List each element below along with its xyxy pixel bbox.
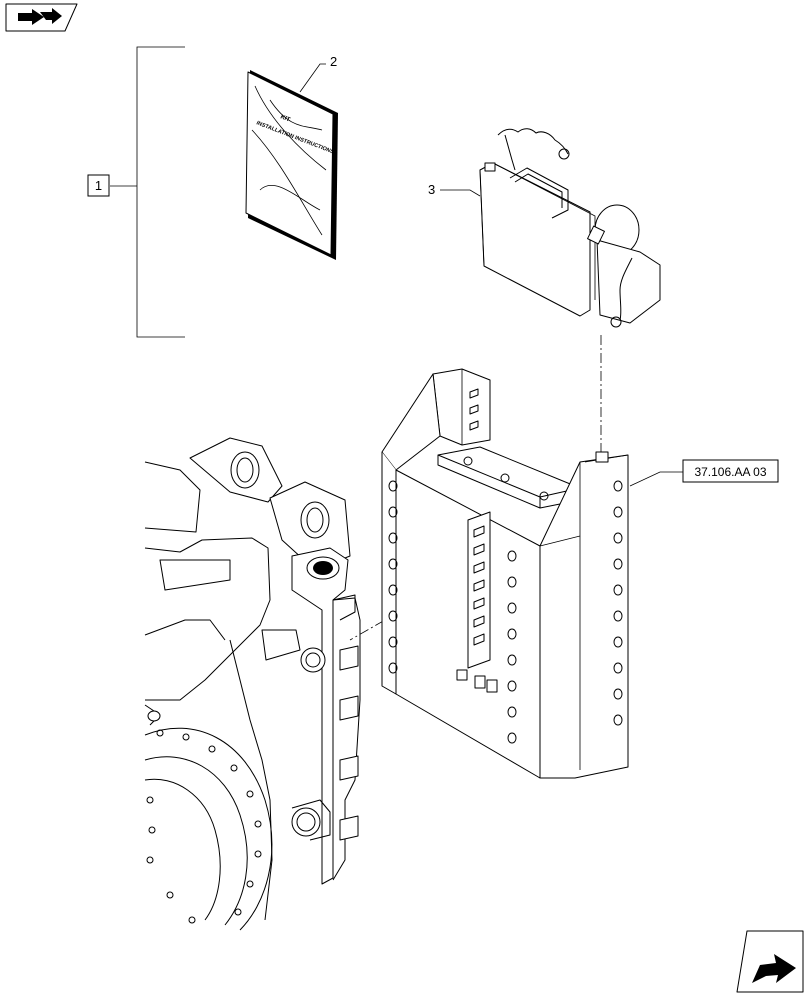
back-arrow-icon[interactable] [5,3,78,32]
reference-link[interactable]: 37.106.AA 03 [629,459,779,487]
callout-2[interactable]: 2 [299,54,337,93]
forward-arrow-icon[interactable] [736,930,804,993]
drawbar-frame [381,368,629,779]
callout-2-label: 2 [330,54,337,69]
booklet-title: KIT [279,114,291,123]
reference-link-label: 37.106.AA 03 [694,465,766,479]
callout-1[interactable]: 1 [87,174,110,197]
instruction-booklet: KIT INSTALLATION INSTRUCTIONS [245,70,338,260]
tractor-rear-housing [144,437,361,931]
callout-3[interactable]: 3 [428,182,481,197]
callout-1-label: 1 [95,178,102,193]
hitch-pin-assembly [479,128,661,328]
callout-3-label: 3 [428,182,435,197]
kit-bracket [110,46,185,338]
